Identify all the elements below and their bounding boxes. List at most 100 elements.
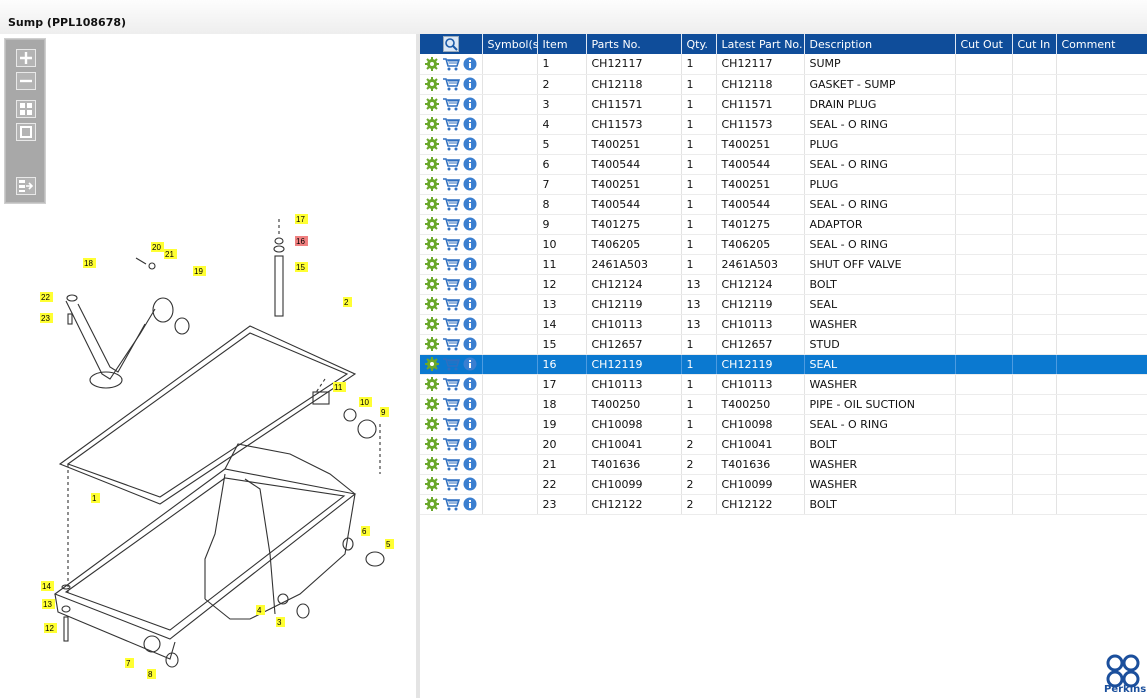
search-icon[interactable] [442,36,459,52]
gear-icon[interactable] [425,357,439,371]
callout-18[interactable]: 18 [83,258,96,268]
callout-11[interactable]: 11 [333,382,346,392]
callout-9[interactable]: 9 [380,407,389,417]
cart-icon[interactable] [442,297,460,311]
info-icon[interactable] [463,157,477,171]
info-icon[interactable] [463,177,477,191]
col-header-description[interactable]: Description [804,34,956,54]
cart-icon[interactable] [442,477,460,491]
callout-5[interactable]: 5 [385,539,394,549]
info-icon[interactable] [463,137,477,151]
gear-icon[interactable] [425,137,439,151]
panel-splitter[interactable] [416,34,420,698]
gear-icon[interactable] [425,177,439,191]
gear-icon[interactable] [425,477,439,491]
info-icon[interactable] [463,377,477,391]
info-icon[interactable] [463,417,477,431]
col-header-parts-no[interactable]: Parts No. [586,34,682,54]
cart-icon[interactable] [442,277,460,291]
cart-icon[interactable] [442,157,460,171]
cart-icon[interactable] [442,377,460,391]
gear-icon[interactable] [425,257,439,271]
info-icon[interactable] [463,217,477,231]
info-icon[interactable] [463,357,477,371]
cart-icon[interactable] [442,197,460,211]
gear-icon[interactable] [425,497,439,511]
callout-6[interactable]: 6 [361,526,370,536]
col-header-comment[interactable]: Comment [1056,34,1147,54]
col-header-latest-part-no[interactable]: Latest Part No. [716,34,805,54]
gear-icon[interactable] [425,297,439,311]
callout-22[interactable]: 22 [40,292,53,302]
col-header-cut-out[interactable]: Cut Out [955,34,1013,54]
gear-icon[interactable] [425,237,439,251]
fit-view-button[interactable] [16,123,36,141]
gear-icon[interactable] [425,437,439,451]
callout-3[interactable]: 3 [276,617,285,627]
col-header-qty[interactable]: Qty. [681,34,717,54]
gear-icon[interactable] [425,197,439,211]
cart-icon[interactable] [442,497,460,511]
info-icon[interactable] [463,237,477,251]
cart-icon[interactable] [442,257,460,271]
info-icon[interactable] [463,477,477,491]
callout-19[interactable]: 19 [193,266,206,276]
gear-icon[interactable] [425,397,439,411]
cart-icon[interactable] [442,97,460,111]
callout-15[interactable]: 15 [295,262,308,272]
info-icon[interactable] [463,317,477,331]
callout-14[interactable]: 14 [41,581,54,591]
callout-17[interactable]: 17 [295,214,308,224]
col-header-cut-in[interactable]: Cut In [1012,34,1057,54]
callout-12[interactable]: 12 [44,623,57,633]
cart-icon[interactable] [442,357,460,371]
cart-icon[interactable] [442,237,460,251]
gear-icon[interactable] [425,117,439,131]
info-icon[interactable] [463,197,477,211]
callout-16[interactable]: 16 [295,236,308,246]
cart-icon[interactable] [442,57,460,71]
cart-icon[interactable] [442,317,460,331]
gear-icon[interactable] [425,277,439,291]
callout-4[interactable]: 4 [256,605,265,615]
gear-icon[interactable] [425,97,439,111]
cart-icon[interactable] [442,457,460,471]
callout-1[interactable]: 1 [91,493,100,503]
cart-icon[interactable] [442,177,460,191]
export-button[interactable] [16,177,36,195]
info-icon[interactable] [463,97,477,111]
gear-icon[interactable] [425,157,439,171]
cart-icon[interactable] [442,117,460,131]
cart-icon[interactable] [442,337,460,351]
info-icon[interactable] [463,497,477,511]
gear-icon[interactable] [425,56,439,71]
info-icon[interactable] [463,437,477,451]
gear-icon[interactable] [425,377,439,391]
cart-icon[interactable] [442,77,460,91]
tile-view-button[interactable] [16,100,36,118]
cart-icon[interactable] [442,397,460,411]
info-icon[interactable] [463,57,477,71]
info-icon[interactable] [463,297,477,311]
